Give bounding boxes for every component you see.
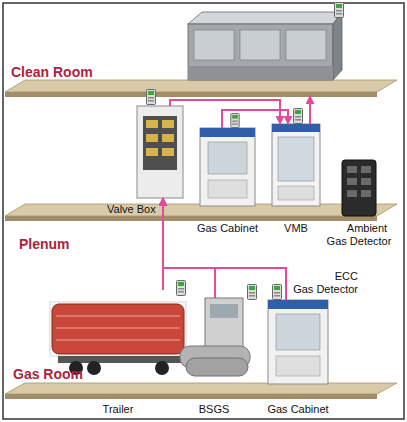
- process-tool: [188, 12, 342, 80]
- gas-cabinet-illustration: [200, 128, 255, 206]
- callout-label: ECC Gas Detector: [290, 270, 358, 296]
- tool-window: [240, 30, 280, 60]
- tube-line: [56, 339, 180, 341]
- cabinet-window: [208, 142, 247, 174]
- valve: [146, 134, 158, 142]
- tool-body: [188, 24, 333, 80]
- detector-cell: [361, 166, 371, 173]
- tool-window: [194, 30, 234, 60]
- equipment-label: Valve Box: [107, 203, 156, 216]
- bsgs-cabinet: [205, 298, 243, 348]
- detector-cell: [361, 178, 371, 185]
- tool-base: [188, 66, 333, 80]
- gas-line: [163, 198, 215, 298]
- equipment-label: Gas Cabinet: [188, 222, 267, 235]
- equipment-label: Trailer: [78, 403, 158, 416]
- bsgs-illustration: [180, 298, 250, 376]
- gas-detector-icon: [147, 90, 156, 105]
- valve: [162, 134, 174, 142]
- gas-detector-icon: [294, 109, 303, 124]
- cabinet-band: [272, 124, 320, 132]
- gas-line: [309, 96, 311, 124]
- equipment-box: BSGS: [178, 298, 250, 378]
- tube-bundle: [52, 304, 184, 354]
- detector-cell: [347, 190, 357, 197]
- cabinet-body: [200, 128, 255, 206]
- tube-line: [56, 327, 180, 329]
- detector-cabinet: [342, 160, 376, 216]
- trailer-frame: [50, 302, 186, 356]
- cabinet-body: [137, 106, 183, 198]
- floor-label: Clean Room: [11, 64, 93, 80]
- equipment-label: Gas Cabinet: [258, 403, 338, 416]
- cabinet-panel: [278, 186, 314, 200]
- equipment-box: Gas Cabinet: [268, 300, 328, 384]
- tool-window: [286, 30, 326, 60]
- tool-side: [333, 12, 342, 80]
- plenum-floor: [5, 204, 397, 221]
- cabinet-panel: [208, 180, 247, 198]
- floor-label: Plenum: [19, 236, 70, 252]
- cabinet-window: [276, 314, 320, 350]
- trailer-illustration: [50, 302, 186, 375]
- gas-line: [170, 100, 280, 124]
- detector-cell: [347, 178, 357, 185]
- gas-detector-icon: [177, 281, 186, 296]
- equipment-box: VMB: [272, 124, 320, 206]
- floor-front: [5, 216, 377, 221]
- detector-cell: [347, 166, 357, 173]
- gas-detector-icon: [231, 113, 239, 127]
- floor-band: Clean Room: [5, 60, 397, 96]
- floor-label: Gas Room: [13, 366, 83, 382]
- tool-top: [188, 12, 342, 24]
- valve: [146, 120, 158, 128]
- gas-line: [222, 110, 288, 128]
- equipment-box: Valve Box: [137, 106, 183, 198]
- gas-detector-icon: [335, 3, 344, 18]
- cabinet-band: [200, 128, 255, 137]
- equipment-box: Ambient Gas Detector: [342, 160, 376, 216]
- cabinet-body: [272, 124, 320, 206]
- bsgs-panel: [210, 304, 238, 318]
- cabinet-panel: [276, 356, 320, 376]
- equipment-label: VMB: [256, 222, 336, 235]
- floor-band: Gas Room: [5, 362, 397, 400]
- cabinet-body: [268, 300, 328, 384]
- floor-front: [5, 394, 377, 399]
- frame: [3, 3, 404, 419]
- tube-line: [56, 315, 180, 317]
- valve: [162, 120, 174, 128]
- detector-cell: [361, 190, 371, 197]
- equipment-box: Gas Cabinet: [200, 128, 255, 206]
- cylinder: [186, 358, 248, 376]
- valve-box-illustration: [137, 106, 183, 198]
- equipment-label: Ambient Gas Detector: [325, 222, 393, 248]
- gas-line: [163, 198, 286, 300]
- wheel: [155, 361, 169, 375]
- gas-room-floor: [5, 383, 397, 399]
- wheel: [87, 361, 101, 375]
- floor-front: [5, 92, 377, 97]
- gas-cabinet-illustration: [268, 300, 328, 384]
- gas-line: [162, 198, 164, 290]
- equipment-label: BSGS: [174, 403, 254, 416]
- floor-top: [5, 383, 397, 394]
- valve: [146, 148, 158, 156]
- valve: [162, 148, 174, 156]
- vmb-illustration: [272, 124, 320, 206]
- cabinet-band: [268, 300, 328, 309]
- gas-detector-icon: [248, 285, 257, 300]
- ambient-detector-illustration: [342, 160, 376, 216]
- equipment-box: Trailer: [48, 290, 188, 375]
- gas-detector-icon: [273, 285, 282, 300]
- valve-panel: [143, 116, 177, 170]
- floor-top: [5, 80, 397, 92]
- cabinet-window: [278, 137, 314, 181]
- clean-room-floor: [5, 80, 397, 97]
